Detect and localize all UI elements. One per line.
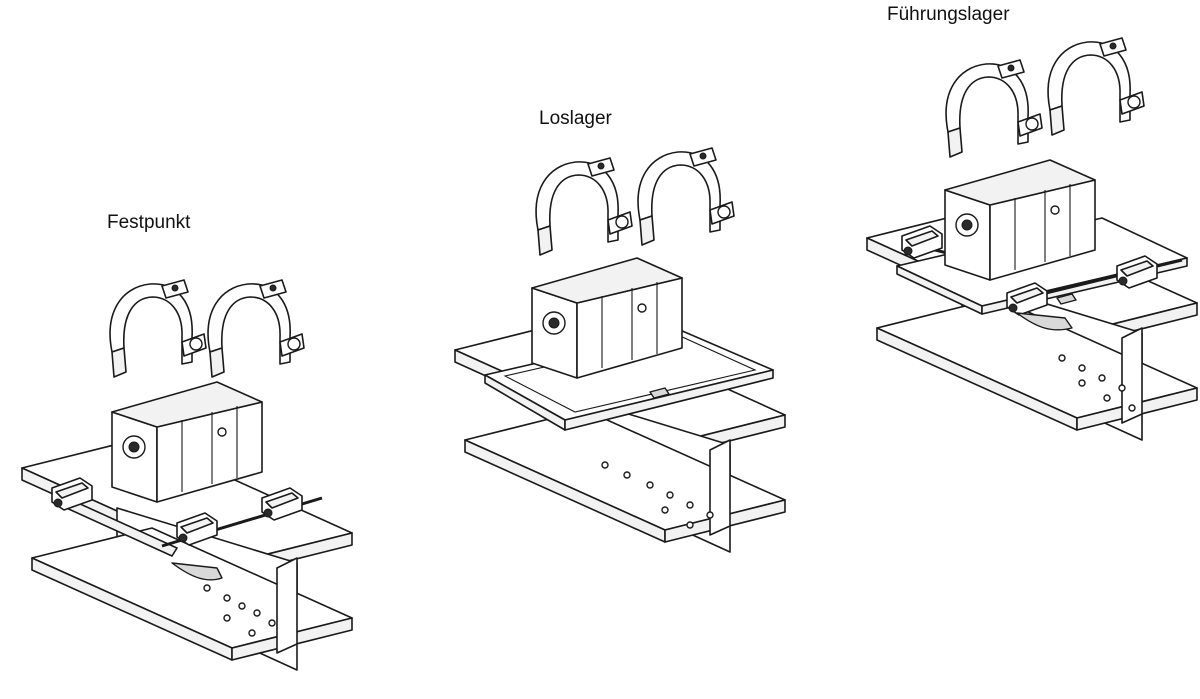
- web-holes: [203, 584, 276, 637]
- loslager-assembly: [454, 319, 786, 553]
- fuehrungslager-label: Führungslager: [887, 4, 1010, 25]
- festpunkt-label: Festpunkt: [107, 212, 191, 233]
- loslager-label: Loslager: [539, 108, 612, 129]
- festpunkt-assembly: [21, 437, 353, 671]
